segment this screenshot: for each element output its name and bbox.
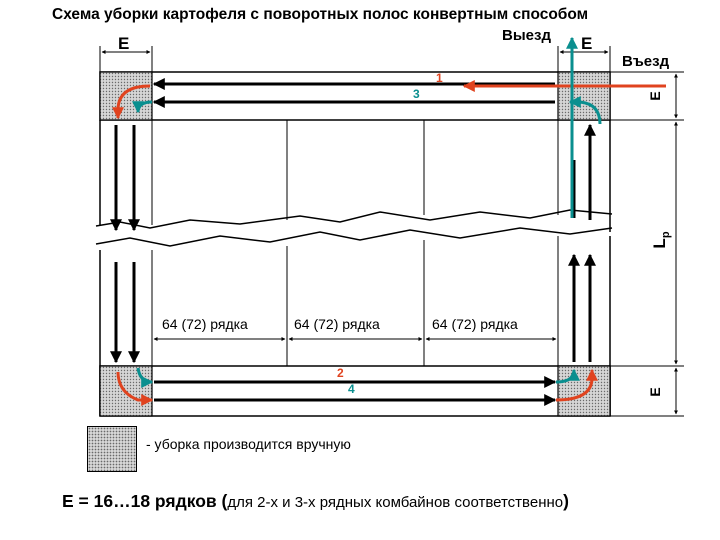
row-width-label-2: 64 (72) рядка (294, 316, 380, 332)
headland-width-label-vertical-bottom: Е (647, 387, 663, 396)
working-length-label: Lр (650, 231, 672, 248)
path-number-1: 1 (436, 71, 443, 85)
break-line-bottom (95, 227, 613, 247)
break-line-top (95, 209, 613, 229)
path-number-4: 4 (348, 382, 355, 396)
path-teal (132, 36, 602, 388)
path-number-2: 2 (337, 366, 344, 380)
path-number-3: 3 (413, 87, 420, 101)
formula-close: ) (563, 491, 569, 511)
headland-width-label-right: Е (581, 34, 593, 53)
legend-text: - уборка производится вручную (146, 436, 351, 452)
row-width-label-1: 64 (72) рядка (162, 316, 248, 332)
formula: Е = 16…18 рядков (для 2-х и 3-х рядных к… (62, 491, 569, 512)
harvest-passes (110, 78, 596, 406)
manual-corner-top-left (99, 71, 153, 121)
working-length-subscript: р (660, 231, 672, 238)
formula-main: Е = 16…18 рядков ( (62, 491, 228, 511)
manual-corner-bottom-right (557, 365, 611, 417)
formula-note: для 2-х и 3-х рядных комбайнов соответст… (227, 494, 564, 511)
entry-label: Въезд (622, 53, 670, 70)
working-length-symbol: L (650, 238, 669, 248)
dimension-lines (99, 46, 684, 417)
field-top-section (99, 71, 611, 232)
legend-swatch (87, 426, 137, 472)
path-orange (112, 80, 666, 406)
headland-width-label-vertical-top: Е (647, 91, 663, 100)
row-width-label-3: 64 (72) рядка (432, 316, 518, 332)
exit-label: Выезд (502, 27, 551, 44)
headland-width-label-left: Е (118, 34, 130, 53)
diagram-title: Схема уборки картофеля с поворотных поло… (52, 6, 589, 23)
manual-corner-top-right (557, 71, 611, 121)
